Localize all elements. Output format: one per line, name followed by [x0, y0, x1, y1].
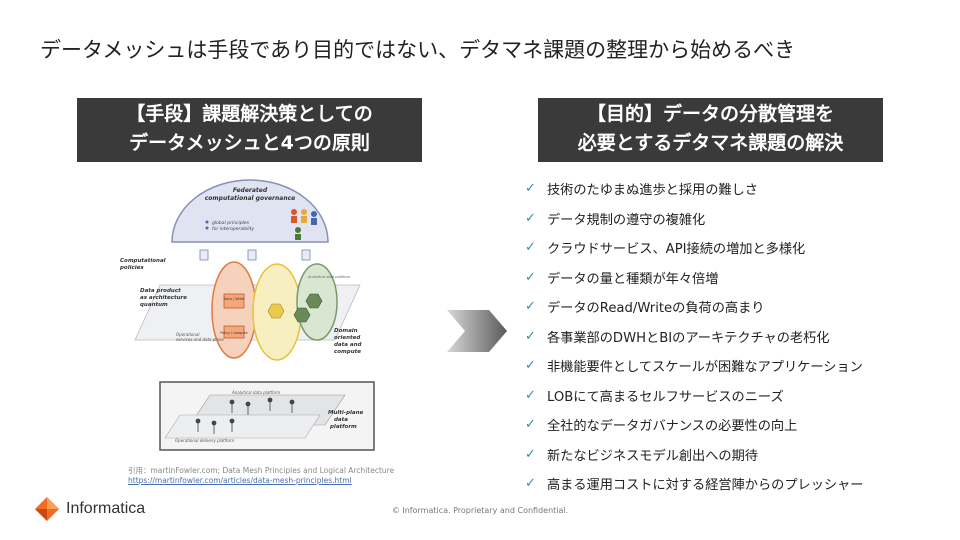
goal-banner-line1: 【目的】データの分散管理を	[586, 103, 834, 125]
check-icon: ✓	[525, 299, 536, 315]
governance-note-1: global principles	[212, 220, 250, 226]
check-icon: ✓	[525, 446, 536, 462]
issue-item: ✓ クラウドサービス、API接続の増加と多様化	[525, 233, 955, 263]
governance-dome	[171, 179, 329, 243]
issue-text: 各事業部のDWHとBIのアーキテクチャの老朽化	[547, 330, 830, 346]
operational-label-1: Operational	[176, 332, 200, 337]
analytical-platform-label: Analytical data platform	[231, 390, 280, 395]
issue-item: ✓ データのRead/Writeの負荷の高まり	[525, 292, 955, 322]
citation-text: 引用：martinFowler.com; Data Mesh Principle…	[128, 466, 395, 475]
issue-item: ✓ 非機能要件としてスケールが困難なアプリケーション	[525, 351, 955, 381]
operational-delivery-label: Operational delivery platform	[175, 438, 234, 443]
domain-label-4: compute	[334, 349, 361, 355]
people-icon	[291, 209, 317, 240]
issue-text: データのRead/Writeの負荷の高まり	[547, 301, 765, 317]
domain-label-1: Domain	[334, 328, 358, 334]
data-mesh-diagram: Federated computational governance globa…	[120, 179, 375, 451]
chevron-arrow-icon	[447, 310, 507, 352]
platform-nodes	[195, 397, 295, 434]
check-icon: ✓	[525, 387, 536, 403]
informatica-logo: Informatica	[34, 496, 145, 522]
governance-note-2: for interoperability	[212, 226, 254, 232]
policies-label-1: Computational	[120, 258, 166, 264]
issue-text: 新たなビジネスモデル創出への期待	[547, 448, 758, 464]
check-icon: ✓	[525, 328, 536, 344]
issue-text: 技術のたゆまぬ進歩と採用の難しさ	[547, 183, 758, 199]
check-icon: ✓	[525, 417, 536, 433]
policy-cylinders	[199, 249, 311, 261]
slide-title: データメッシュは手段であり目的ではない、デタマネ課題の整理から始めるべき	[40, 38, 796, 62]
domain-oval-orange	[211, 261, 257, 359]
platform-label-2: data	[334, 417, 348, 423]
issue-text: 非機能要件としてスケールが困難なアプリケーション	[547, 360, 863, 376]
issue-item: ✓ データ規制の遵守の複雑化	[525, 204, 955, 234]
policy-box-label: Policy / compute	[220, 331, 247, 335]
product-label-3: quantum	[140, 302, 168, 308]
issue-text: データの量と種類が年々倍増	[547, 271, 719, 287]
check-icon: ✓	[525, 210, 536, 226]
check-icon: ✓	[525, 358, 536, 374]
means-banner: 【手段】課題解決策としての データメッシュと4つの原則	[77, 98, 422, 162]
issue-text: 全社的なデータガバナンスの必要性の向上	[547, 419, 798, 435]
goal-banner-line2: 必要とするデタマネ課題の解決	[577, 132, 844, 154]
issue-text: LOBにて高まるセルフサービスのニーズ	[547, 389, 784, 405]
governance-label-1: Federated	[233, 187, 268, 194]
issue-item: ✓ 全社的なデータガバナンスの必要性の向上	[525, 410, 955, 440]
issue-item: ✓ 高まる運用コストに対する経営陣からのプレッシャー	[525, 469, 955, 499]
check-icon: ✓	[525, 476, 536, 492]
issue-item: ✓ LOBにて高まるセルフサービスのニーズ	[525, 381, 955, 411]
data-read-label: Data / Write	[223, 297, 244, 301]
copyright-footer: © Informatica. Proprietary and Confident…	[391, 506, 569, 515]
policies-label-2: policies	[120, 265, 144, 271]
issue-item: ✓ 新たなビジネスモデル創出への期待	[525, 440, 955, 470]
product-label-2: as architecture	[140, 295, 187, 301]
issue-text: 高まる運用コストに対する経営陣からのプレッシャー	[547, 478, 864, 494]
platform-label-1: Multi-plane	[328, 410, 364, 416]
domain-label-2: oriented	[334, 335, 360, 341]
issue-text: クラウドサービス、API接続の増加と多様化	[547, 242, 806, 258]
issue-item: ✓ データの量と種類が年々倍増	[525, 263, 955, 293]
check-icon: ✓	[525, 240, 536, 256]
operational-label-2: services and data plane	[176, 337, 224, 342]
platform-label-3: platform	[329, 424, 357, 430]
logo-text: Informatica	[66, 500, 146, 517]
issue-list: ✓ 技術のたゆまぬ進歩と採用の難しさ ✓ データ規制の遵守の複雑化 ✓ クラウドサービス、…	[525, 174, 955, 499]
product-label-1: Data product	[140, 288, 181, 294]
means-banner-line1: 【手段】課題解決策としての	[126, 103, 373, 125]
goal-banner: 【目的】データの分散管理を 必要とするデタマネ課題の解決	[538, 98, 883, 162]
citation: 引用：martinFowler.com; Data Mesh Principle…	[128, 466, 394, 486]
issue-item: ✓ 各事業部のDWHとBIのアーキテクチャの老朽化	[525, 322, 955, 352]
means-banner-line2: データメッシュと4つの原則	[129, 132, 370, 154]
issue-item: ✓ 技術のたゆまぬ進歩と採用の難しさ	[525, 174, 955, 204]
check-icon: ✓	[525, 269, 536, 285]
issue-text: データ規制の遵守の複雑化	[547, 212, 706, 228]
domain-label-3: data and	[334, 342, 362, 348]
citation-link[interactable]: https://martinfowler.com/articles/data-m…	[128, 476, 352, 485]
informatica-logo-icon	[35, 497, 59, 521]
governance-label-2: computational governance	[205, 195, 296, 202]
check-icon: ✓	[525, 181, 536, 197]
analytical-label: Analytical data platform	[307, 275, 351, 279]
